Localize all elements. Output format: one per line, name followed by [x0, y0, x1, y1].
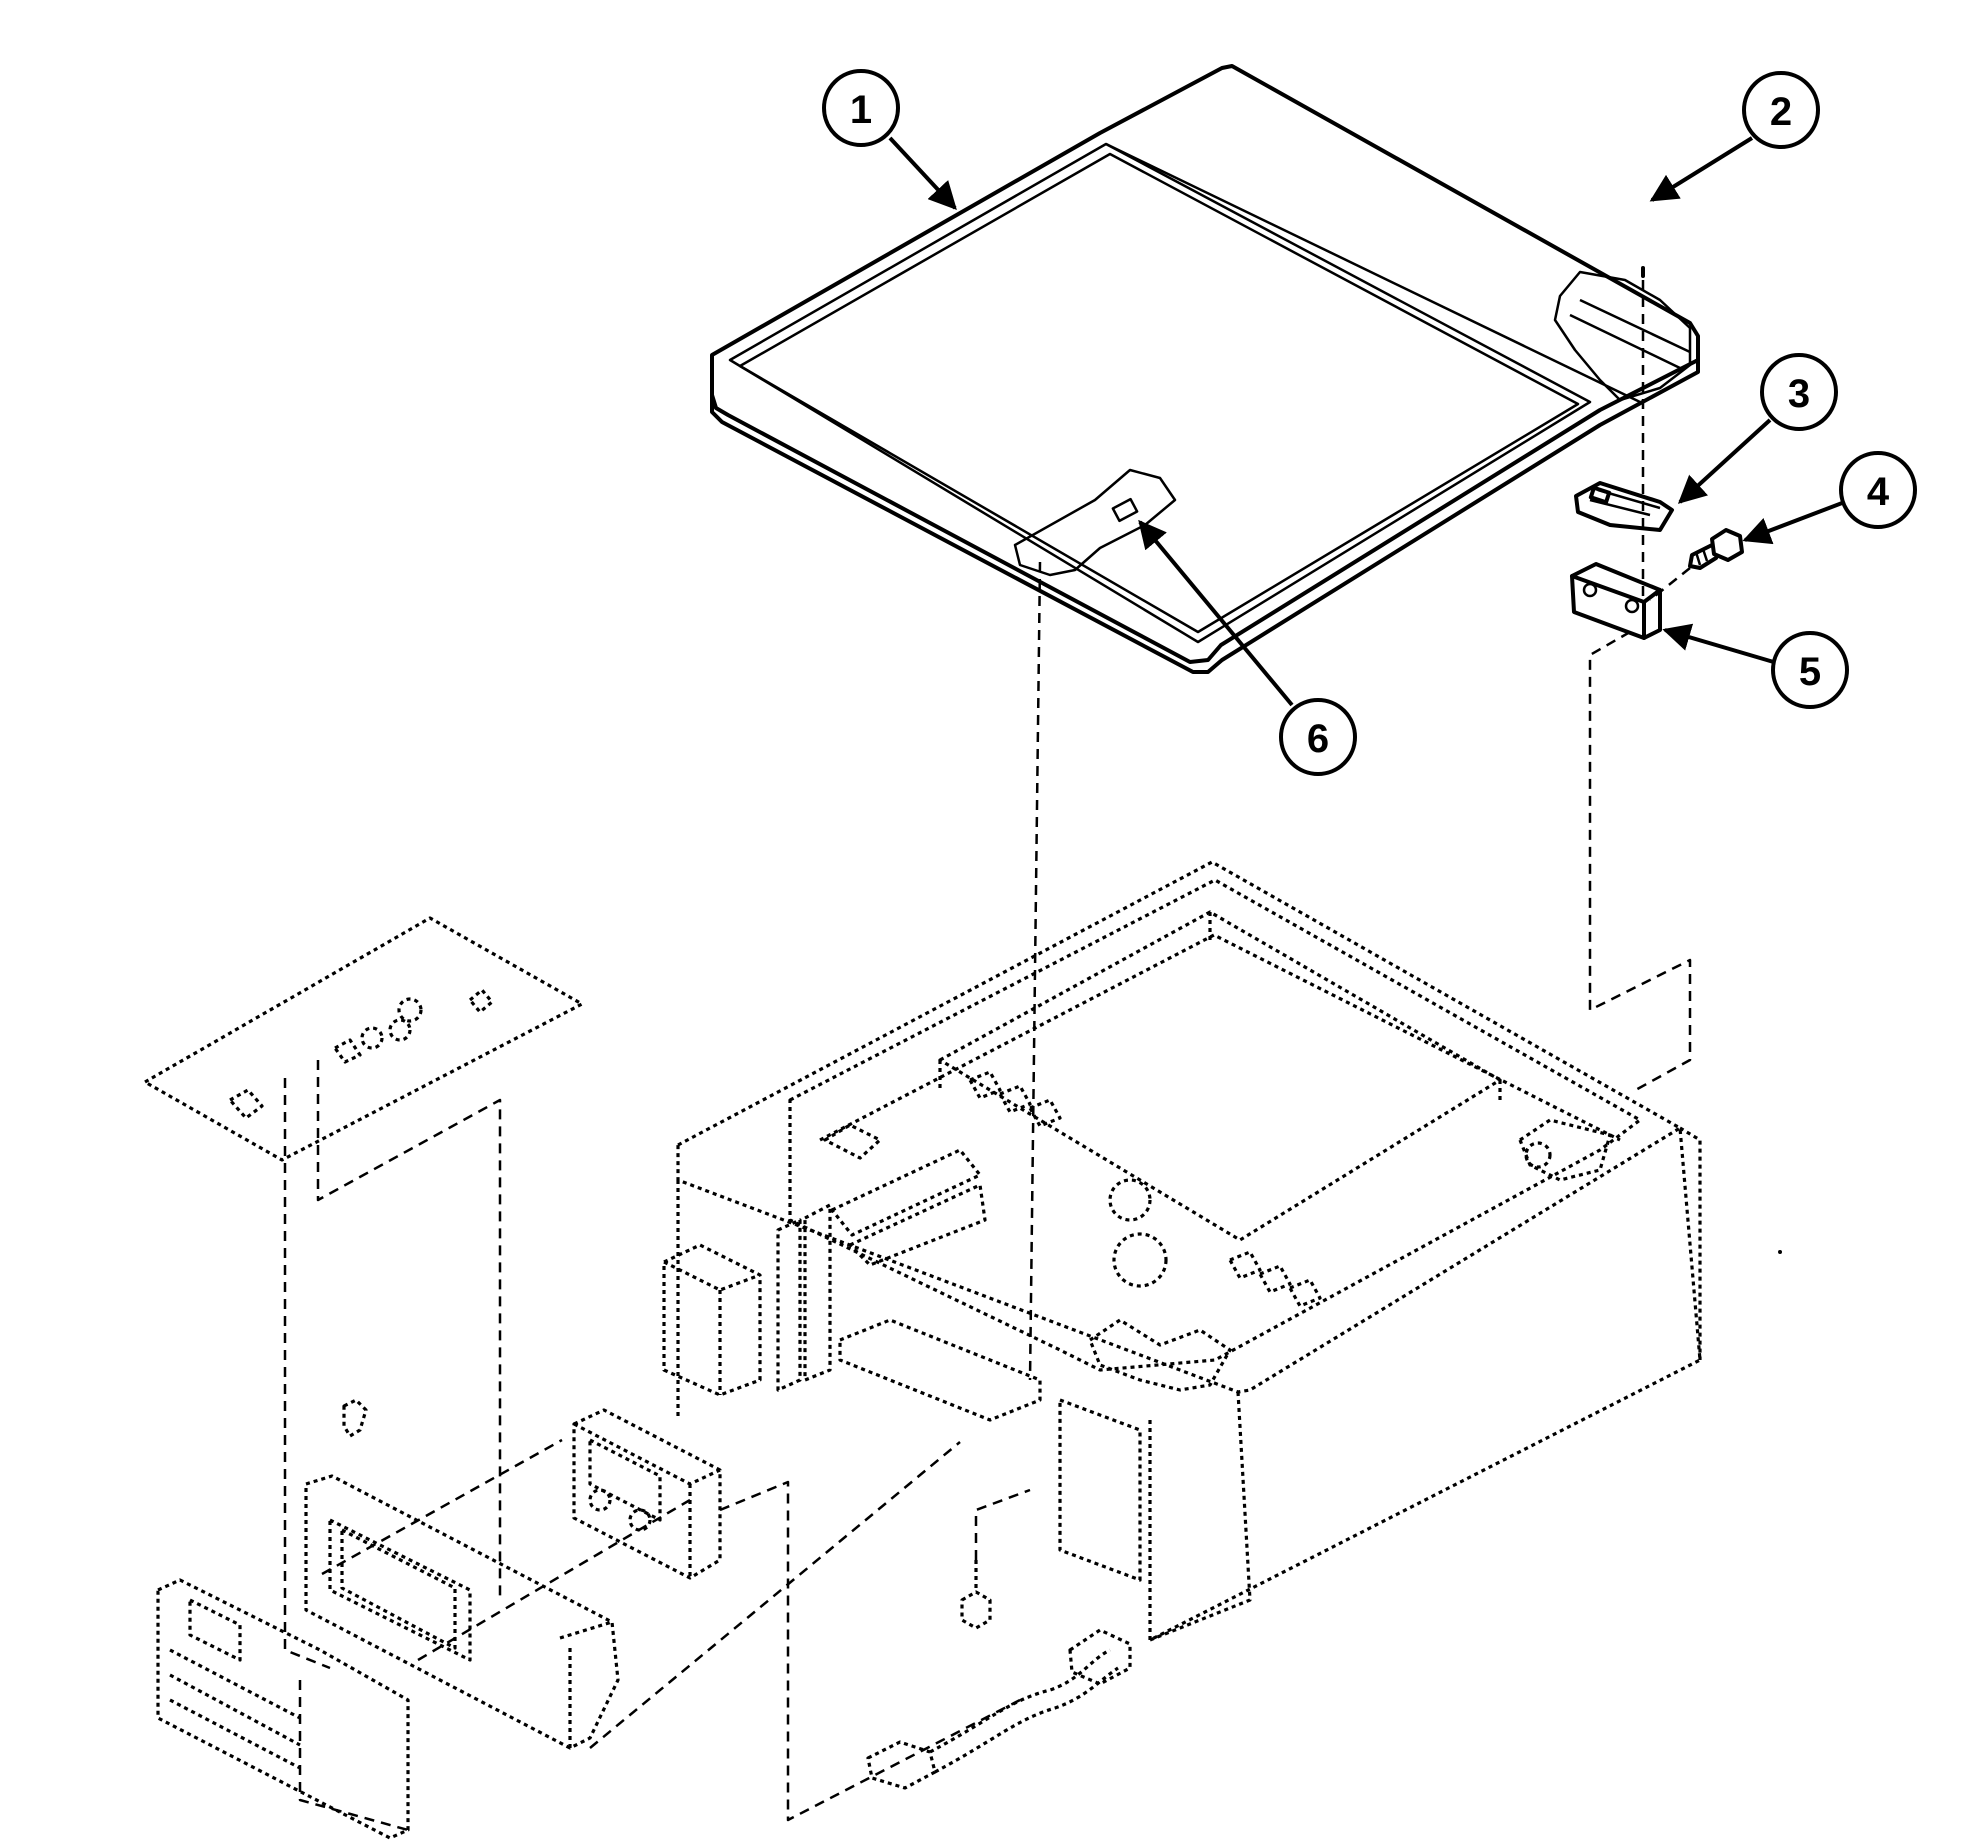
callout-3: 3 — [1760, 353, 1838, 431]
callout-2-label: 2 — [1770, 90, 1792, 134]
callout-1-label: 1 — [850, 88, 872, 132]
callout-4-label: 4 — [1867, 470, 1890, 514]
callout-5-label: 5 — [1799, 650, 1821, 694]
callout-2: 2 — [1742, 71, 1820, 149]
callout-4: 4 — [1839, 451, 1917, 529]
control-panel-icon — [143, 916, 584, 1162]
callout-6: 6 — [1279, 698, 1357, 776]
callout-6-label: 6 — [1307, 717, 1329, 761]
washer-lid-icon — [710, 64, 1700, 674]
assembly-lines — [283, 280, 1692, 1832]
wire-harness-icon — [866, 1560, 1132, 1790]
callout-1: 1 — [822, 69, 900, 147]
stray-dot — [1778, 1250, 1782, 1254]
callout-5: 5 — [1771, 631, 1849, 709]
bracket-icon — [1570, 562, 1662, 640]
callout-3-label: 3 — [1788, 372, 1810, 416]
hinge-icon — [1574, 481, 1674, 532]
screw-icon — [1688, 528, 1744, 570]
leader-lines — [888, 136, 1851, 707]
cabinet-top-icon — [662, 860, 1702, 1642]
console-icon — [156, 1398, 722, 1840]
